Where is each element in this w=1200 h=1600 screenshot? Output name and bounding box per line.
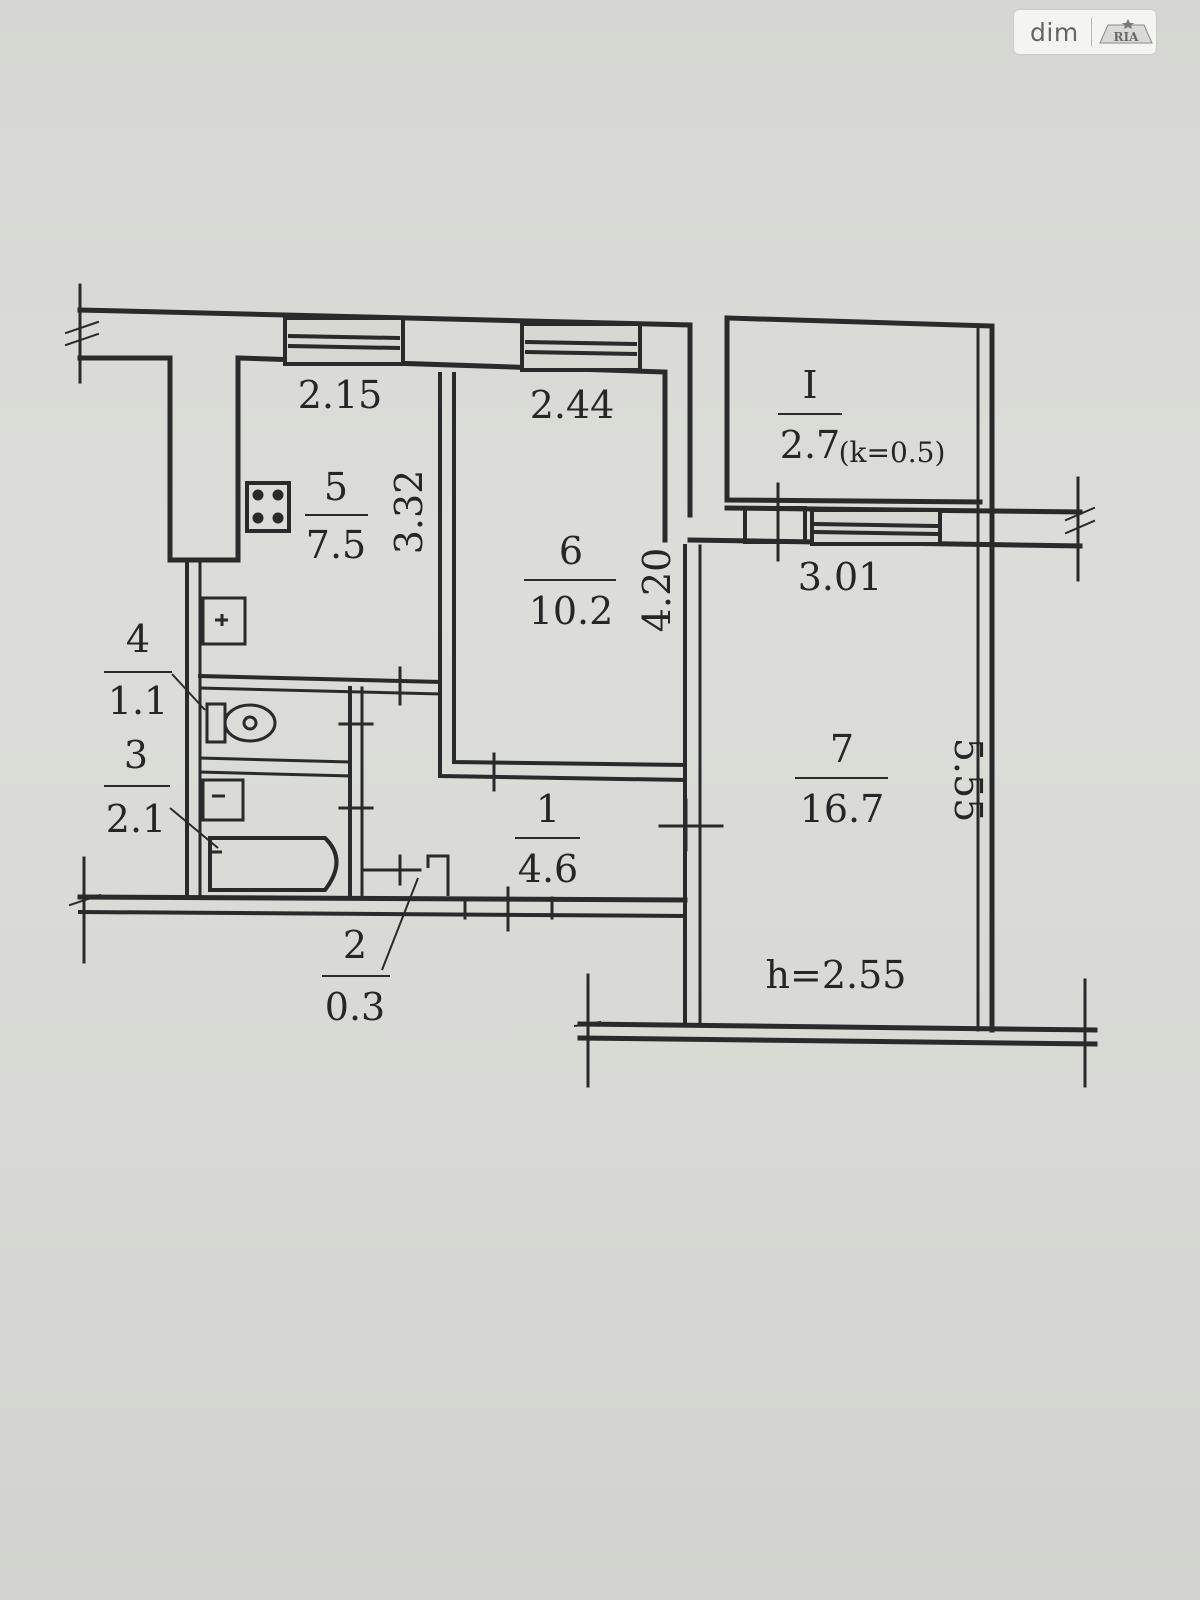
room-7-area: 16.7: [800, 787, 885, 831]
watermark-logo-text: RIA: [1113, 30, 1139, 44]
watermark: dim RIA: [1014, 10, 1156, 54]
bathroom-walls: [185, 558, 443, 900]
room-5-area: 7.5: [306, 523, 366, 567]
washbasin-icon: [201, 778, 245, 822]
balcony-wall: [687, 476, 1096, 582]
room-4-number: 4: [126, 617, 150, 661]
leader-line-room-4: [171, 673, 206, 711]
room-2-area: 0.3: [325, 985, 385, 1029]
room-7-walls: [658, 544, 724, 1024]
room-6-area: 10.2: [529, 589, 614, 633]
room-6-number: 6: [559, 529, 583, 573]
window-kitchen: [283, 316, 405, 366]
bathtub-icon: [208, 836, 339, 892]
leader-line-room-2: [381, 877, 419, 971]
balcony-number: I: [802, 363, 817, 407]
ria-logo: RIA: [1098, 19, 1153, 44]
balcony-outline: [724, 315, 995, 1033]
room-1-area: 4.6: [518, 847, 578, 891]
balcony-area: 2.7: [780, 423, 840, 467]
bottom-wall: [573, 973, 1098, 1088]
room-3-area: 2.1: [106, 797, 166, 841]
room-6-width-dimension: 2.44: [530, 383, 615, 427]
balcony-coefficient: (k=0.5): [839, 436, 946, 469]
room-7-width-dimension: 3.01: [798, 555, 883, 599]
door-room-2: [426, 854, 450, 896]
stove-icon: [245, 481, 291, 533]
window-room-6: [520, 322, 642, 372]
toilet-icon: [205, 702, 277, 744]
bottom-wall-left: [68, 856, 688, 964]
room-4-area: 1.1: [108, 679, 168, 723]
room-1-number: 1: [536, 787, 560, 831]
room-3-number: 3: [124, 733, 148, 777]
kitchen-width-dimension: 2.15: [298, 373, 383, 417]
room-5-number: 5: [324, 465, 348, 509]
room-7-number: 7: [830, 727, 854, 771]
watermark-divider: [1090, 18, 1092, 46]
top-wall: [64, 283, 693, 563]
ceiling-height: h=2.55: [766, 953, 907, 997]
kitchen-depth-dimension: 3.32: [387, 470, 431, 555]
watermark-text: dim: [1030, 17, 1079, 47]
room-7-depth-dimension: 5.55: [946, 738, 990, 823]
room-2-number: 2: [343, 923, 367, 967]
room-6-walls: [438, 372, 688, 792]
leader-line-room-3: [169, 807, 219, 849]
room-6-depth-dimension: 4.20: [635, 548, 679, 633]
sink-icon: [201, 596, 247, 646]
